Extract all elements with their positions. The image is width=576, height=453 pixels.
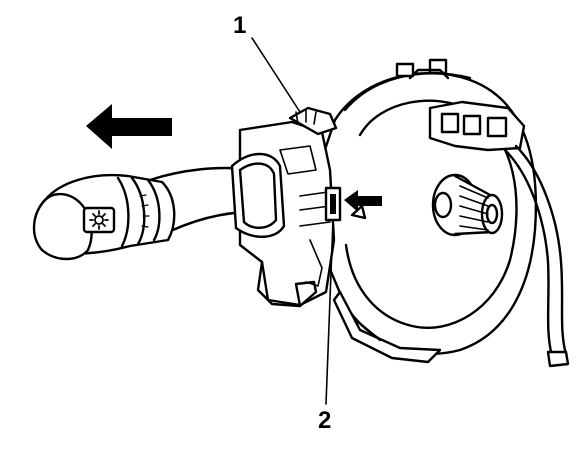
callout-label-2: 2 <box>318 407 332 434</box>
callout-1-leader <box>251 37 301 113</box>
callout-2-leader <box>325 219 334 405</box>
arrow-left-icon <box>86 104 172 149</box>
clock-spring-module <box>316 58 570 368</box>
callout-label-1: 1 <box>233 12 247 39</box>
pointer-arrow-left-icon <box>344 190 382 212</box>
sun-light-symbol-icon <box>89 210 109 230</box>
multifunction-lever <box>32 152 286 261</box>
